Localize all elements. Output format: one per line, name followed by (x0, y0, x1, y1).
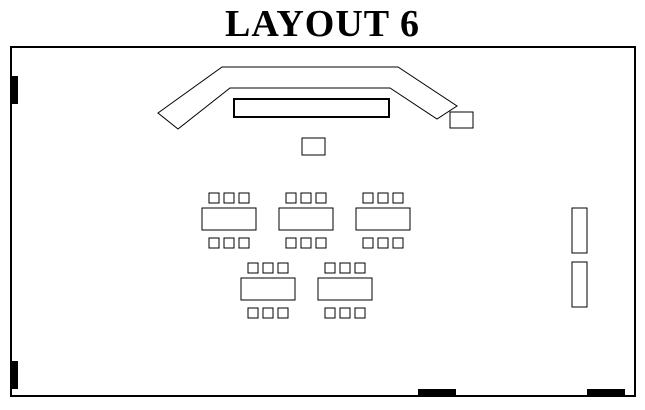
chair-bottom-table-3 (362, 237, 374, 249)
chair-bottom-table-2 (315, 237, 327, 249)
lectern (301, 137, 326, 156)
chair-top-table-3 (362, 192, 374, 204)
room-outline (10, 46, 636, 397)
table-4 (240, 277, 296, 301)
table-2 (278, 207, 334, 231)
chair-top-table-4 (277, 262, 289, 274)
table-1 (201, 207, 257, 231)
chair-top-table-5 (354, 262, 366, 274)
chair-bottom-table-5 (354, 307, 366, 319)
table-3 (355, 207, 411, 231)
table-5 (317, 277, 373, 301)
chair-bottom-table-4 (262, 307, 274, 319)
chair-bottom-table-3 (377, 237, 389, 249)
av-cart (449, 111, 474, 129)
chair-top-table-2 (315, 192, 327, 204)
chair-top-table-5 (324, 262, 336, 274)
seating-area (201, 192, 411, 319)
chair-bottom-table-5 (339, 307, 351, 319)
chair-top-table-1 (238, 192, 250, 204)
chair-top-table-2 (285, 192, 297, 204)
side-table-top (571, 207, 588, 254)
chair-top-table-3 (392, 192, 404, 204)
chair-top-table-4 (247, 262, 259, 274)
side-table-bottom (571, 261, 588, 308)
stage-front (157, 66, 458, 130)
chair-top-table-1 (208, 192, 220, 204)
chair-bottom-table-1 (208, 237, 220, 249)
chair-bottom-table-4 (247, 307, 259, 319)
head-table (233, 98, 390, 118)
chair-bottom-table-2 (285, 237, 297, 249)
chair-bottom-table-1 (238, 237, 250, 249)
chair-top-table-4 (262, 262, 274, 274)
chair-bottom-table-2 (300, 237, 312, 249)
chair-bottom-table-4 (277, 307, 289, 319)
chair-bottom-table-1 (223, 237, 235, 249)
door-bottom-middle (418, 389, 456, 397)
door-left-bottom (10, 361, 18, 389)
chair-bottom-table-5 (324, 307, 336, 319)
chair-top-table-3 (377, 192, 389, 204)
layout-title: LAYOUT 6 (225, 3, 420, 45)
chair-top-table-1 (223, 192, 235, 204)
chair-top-table-2 (300, 192, 312, 204)
chair-top-table-5 (339, 262, 351, 274)
chair-bottom-table-3 (392, 237, 404, 249)
door-bottom-right (587, 389, 625, 397)
door-left-top (10, 76, 18, 104)
